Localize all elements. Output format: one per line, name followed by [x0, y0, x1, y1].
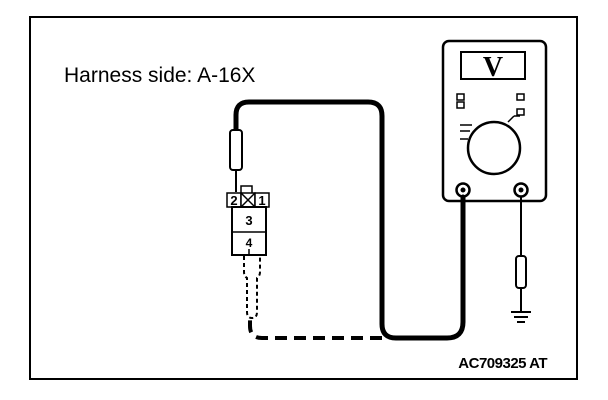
negative-probe	[515, 255, 527, 289]
connector-body	[231, 206, 267, 256]
meter-dial	[466, 120, 522, 176]
meter-display-letter: V	[483, 52, 503, 83]
meter-display	[460, 51, 526, 80]
probe-icon	[229, 129, 243, 192]
test-lead-negative	[515, 197, 527, 312]
harness-wire-dashed	[248, 318, 382, 340]
terminal-label-3: 3	[245, 213, 252, 228]
test-lead-positive	[233, 99, 466, 341]
harness-title: Harness side: A-16X	[64, 64, 255, 87]
voltmeter-icon: V	[441, 39, 548, 203]
figure-code: AC709325 AT	[458, 355, 547, 372]
diagram-frame	[29, 16, 578, 380]
terminal-label-4: 4	[246, 236, 253, 250]
harness-wire-hidden	[243, 256, 261, 320]
ground-icon	[511, 311, 531, 323]
harness-connector: 2 1 3 4	[226, 185, 270, 256]
terminal-label-1: 1	[258, 193, 265, 208]
terminal-label-2: 2	[230, 193, 237, 208]
